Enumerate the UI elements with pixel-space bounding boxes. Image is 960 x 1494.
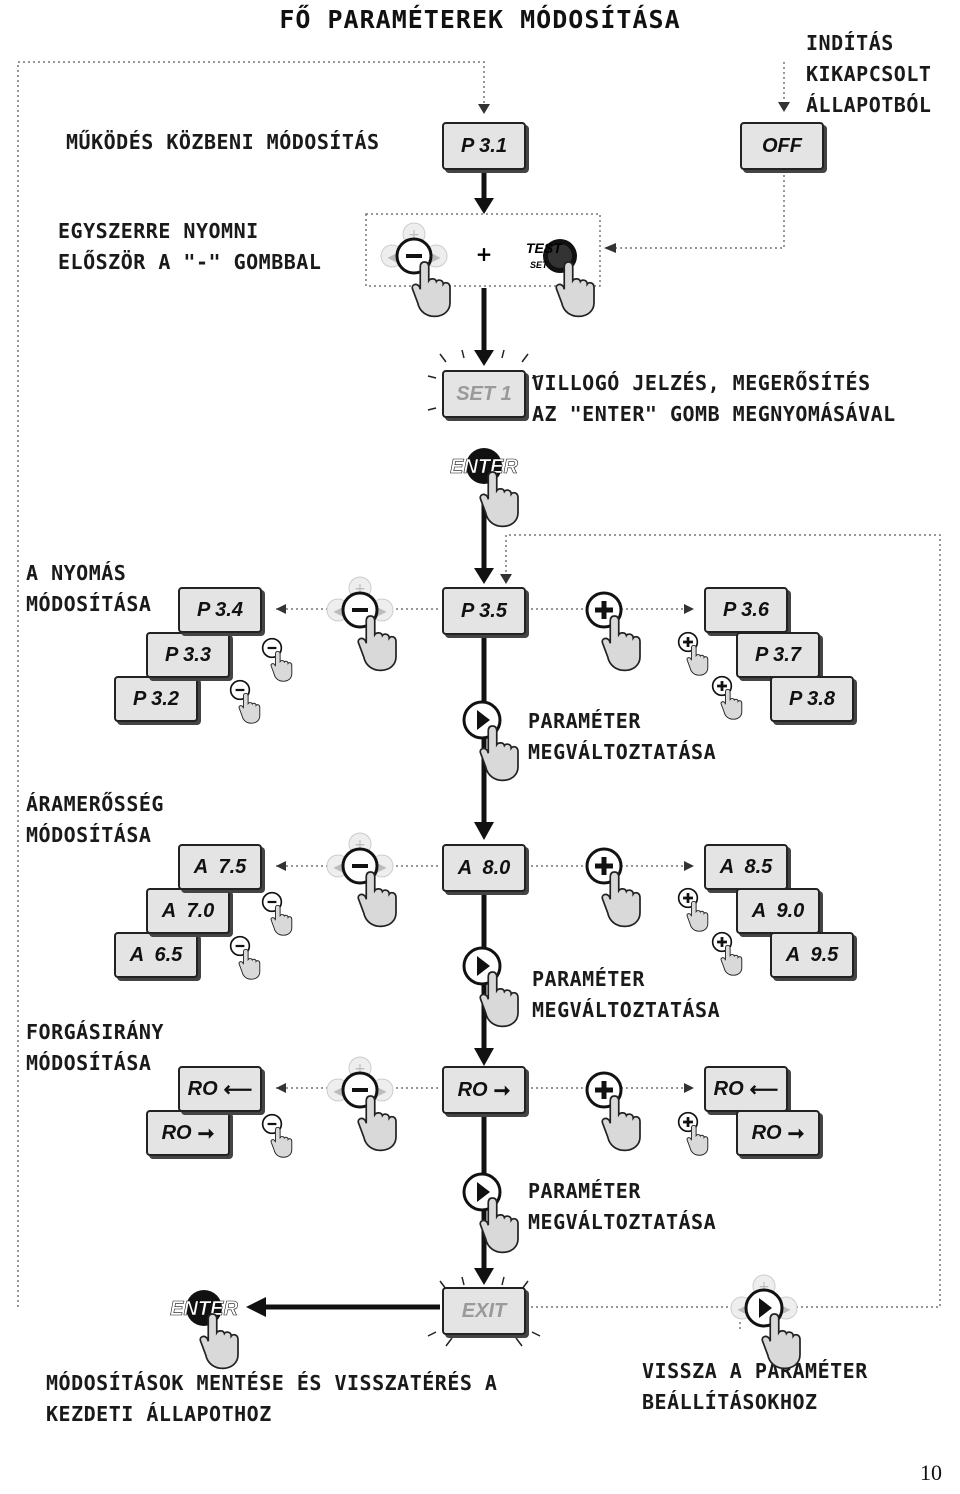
minus-button-small-icon bbox=[261, 891, 293, 936]
svg-text:TEST: TEST bbox=[526, 240, 563, 256]
current-modify-label: ÁRAMERŐSSÉG MÓDOSÍTÁSA bbox=[26, 792, 164, 847]
minus-button-small-icon bbox=[261, 1113, 293, 1158]
param-change-label-1: PARAMÉTER MEGVÁLTOZTATÁSA bbox=[528, 709, 717, 764]
back-params-label: VISSZA A PARAMÉTER BEÁLLÍTÁSOKHOZ bbox=[642, 1359, 868, 1414]
page-number: 10 bbox=[920, 1460, 942, 1485]
plus-button-small-icon bbox=[677, 887, 709, 932]
display-text: RO bbox=[713, 1077, 744, 1100]
display-text: RO bbox=[457, 1078, 488, 1101]
display-a65: A 6.5 bbox=[114, 932, 198, 978]
param-change-label-2: PARAMÉTER MEGVÁLTOZTATÁSA bbox=[532, 967, 721, 1022]
svg-text:SET: SET bbox=[530, 260, 549, 270]
test-set-button-icon: TEST SET bbox=[526, 239, 595, 318]
next-button-icon bbox=[730, 1274, 801, 1370]
blink-confirm-label: VILLOGÓ JELZÉS, MEGERŐSÍTÉS AZ "ENTER" G… bbox=[532, 371, 896, 426]
display-p35: P 3.5 bbox=[442, 587, 526, 635]
display-off: OFF bbox=[740, 122, 824, 170]
pressure-modify-label: A NYOMÁS MÓDOSÍTÁSA bbox=[26, 561, 152, 616]
plus-button-icon bbox=[585, 1071, 641, 1152]
display-p34: P 3.4 bbox=[178, 587, 262, 633]
minus-button-small-icon bbox=[229, 679, 261, 724]
page-title: FŐ PARAMÉTEREK MÓDOSÍTÁSA bbox=[279, 5, 681, 34]
display-p32: P 3.2 bbox=[114, 676, 198, 722]
start-off-label: INDÍTÁS KIKAPCSOLT ÁLLAPOTBÓL bbox=[806, 31, 932, 117]
plus-button-small-icon bbox=[711, 931, 743, 976]
display-text: RO bbox=[161, 1121, 192, 1144]
arrow-right-icon: ➞ bbox=[493, 1079, 511, 1102]
display-text: A 9.0 bbox=[751, 899, 805, 922]
arrow-right-icon: ➞ bbox=[787, 1122, 805, 1145]
display-text: A 8.0 bbox=[457, 856, 511, 879]
display-text: A 8.5 bbox=[719, 855, 773, 878]
next-button-icon bbox=[462, 1172, 519, 1254]
display-p33: P 3.3 bbox=[146, 632, 230, 678]
svg-text:ENTER: ENTER bbox=[170, 1298, 238, 1320]
next-button-icon bbox=[462, 946, 519, 1028]
arrow-left-icon: ⟵ bbox=[223, 1078, 253, 1101]
arrow-right-icon: ➞ bbox=[197, 1122, 215, 1145]
display-set1-blinking: SET 1 bbox=[442, 370, 526, 418]
minus-button-icon bbox=[326, 576, 397, 672]
display-text: RO bbox=[751, 1121, 782, 1144]
display-text: RO bbox=[187, 1077, 218, 1100]
display-ro-center: RO➞ bbox=[442, 1066, 526, 1114]
display-text: EXIT bbox=[461, 1299, 507, 1322]
modify-running-label: MŰKÖDÉS KÖZBENI MÓDOSÍTÁS bbox=[66, 130, 380, 154]
plus-button-small-icon bbox=[711, 675, 743, 720]
minus-button-small-icon bbox=[229, 935, 261, 980]
display-ro-left-2: RO➞ bbox=[146, 1110, 230, 1156]
display-a80: A 8.0 bbox=[442, 844, 526, 892]
next-button-icon bbox=[462, 700, 519, 782]
display-text: A 9.5 bbox=[785, 943, 839, 966]
plus-symbol: + bbox=[476, 242, 493, 266]
plus-button-small-icon bbox=[677, 631, 709, 676]
display-text: P 3.4 bbox=[197, 598, 243, 621]
display-ro-right-2: RO➞ bbox=[736, 1110, 820, 1156]
display-text: P 3.1 bbox=[461, 134, 507, 157]
display-exit-blinking: EXIT bbox=[442, 1287, 526, 1335]
display-text: P 3.7 bbox=[755, 643, 801, 666]
display-a75: A 7.5 bbox=[178, 844, 262, 890]
display-text: P 3.3 bbox=[165, 643, 211, 666]
display-text: A 6.5 bbox=[129, 943, 183, 966]
plus-button-small-icon bbox=[677, 1111, 709, 1156]
display-text: P 3.5 bbox=[461, 599, 507, 622]
minus-button-icon bbox=[380, 222, 451, 318]
display-ro-left-1: RO⟵ bbox=[178, 1066, 262, 1112]
enter-button-icon: ENTER bbox=[170, 1290, 239, 1370]
save-return-label: MÓDOSÍTÁSOK MENTÉSE ÉS VISSZATÉRÉS A KEZ… bbox=[46, 1371, 498, 1426]
rotation-modify-label: FORGÁSIRÁNY MÓDOSÍTÁSA bbox=[26, 1020, 164, 1075]
display-p31: P 3.1 bbox=[442, 122, 526, 170]
press-together-label: EGYSZERRE NYOMNI ELŐSZÖR A "-" GOMBBAL bbox=[58, 219, 322, 274]
display-text: SET 1 bbox=[456, 382, 512, 405]
display-text: P 3.2 bbox=[133, 687, 179, 710]
display-text: P 3.6 bbox=[723, 598, 769, 621]
display-text: OFF bbox=[762, 134, 802, 157]
display-p37: P 3.7 bbox=[736, 632, 820, 678]
display-a70: A 7.0 bbox=[146, 888, 230, 934]
display-p38: P 3.8 bbox=[770, 676, 854, 722]
arrow-left-icon: ⟵ bbox=[749, 1078, 779, 1101]
display-a95: A 9.5 bbox=[770, 932, 854, 978]
minus-button-small-icon bbox=[261, 637, 293, 682]
display-text: A 7.0 bbox=[161, 899, 215, 922]
enter-button-icon: ENTER bbox=[450, 448, 519, 528]
display-p36: P 3.6 bbox=[704, 587, 788, 633]
minus-button-icon bbox=[326, 832, 397, 928]
display-text: P 3.8 bbox=[789, 687, 835, 710]
plus-button-icon bbox=[585, 847, 641, 928]
param-change-label-3: PARAMÉTER MEGVÁLTOZTATÁSA bbox=[528, 1179, 717, 1234]
svg-text:ENTER: ENTER bbox=[450, 456, 518, 478]
display-text: A 7.5 bbox=[193, 855, 247, 878]
display-ro-right-1: RO⟵ bbox=[704, 1066, 788, 1112]
plus-button-icon bbox=[585, 591, 641, 672]
minus-button-icon bbox=[326, 1056, 397, 1152]
